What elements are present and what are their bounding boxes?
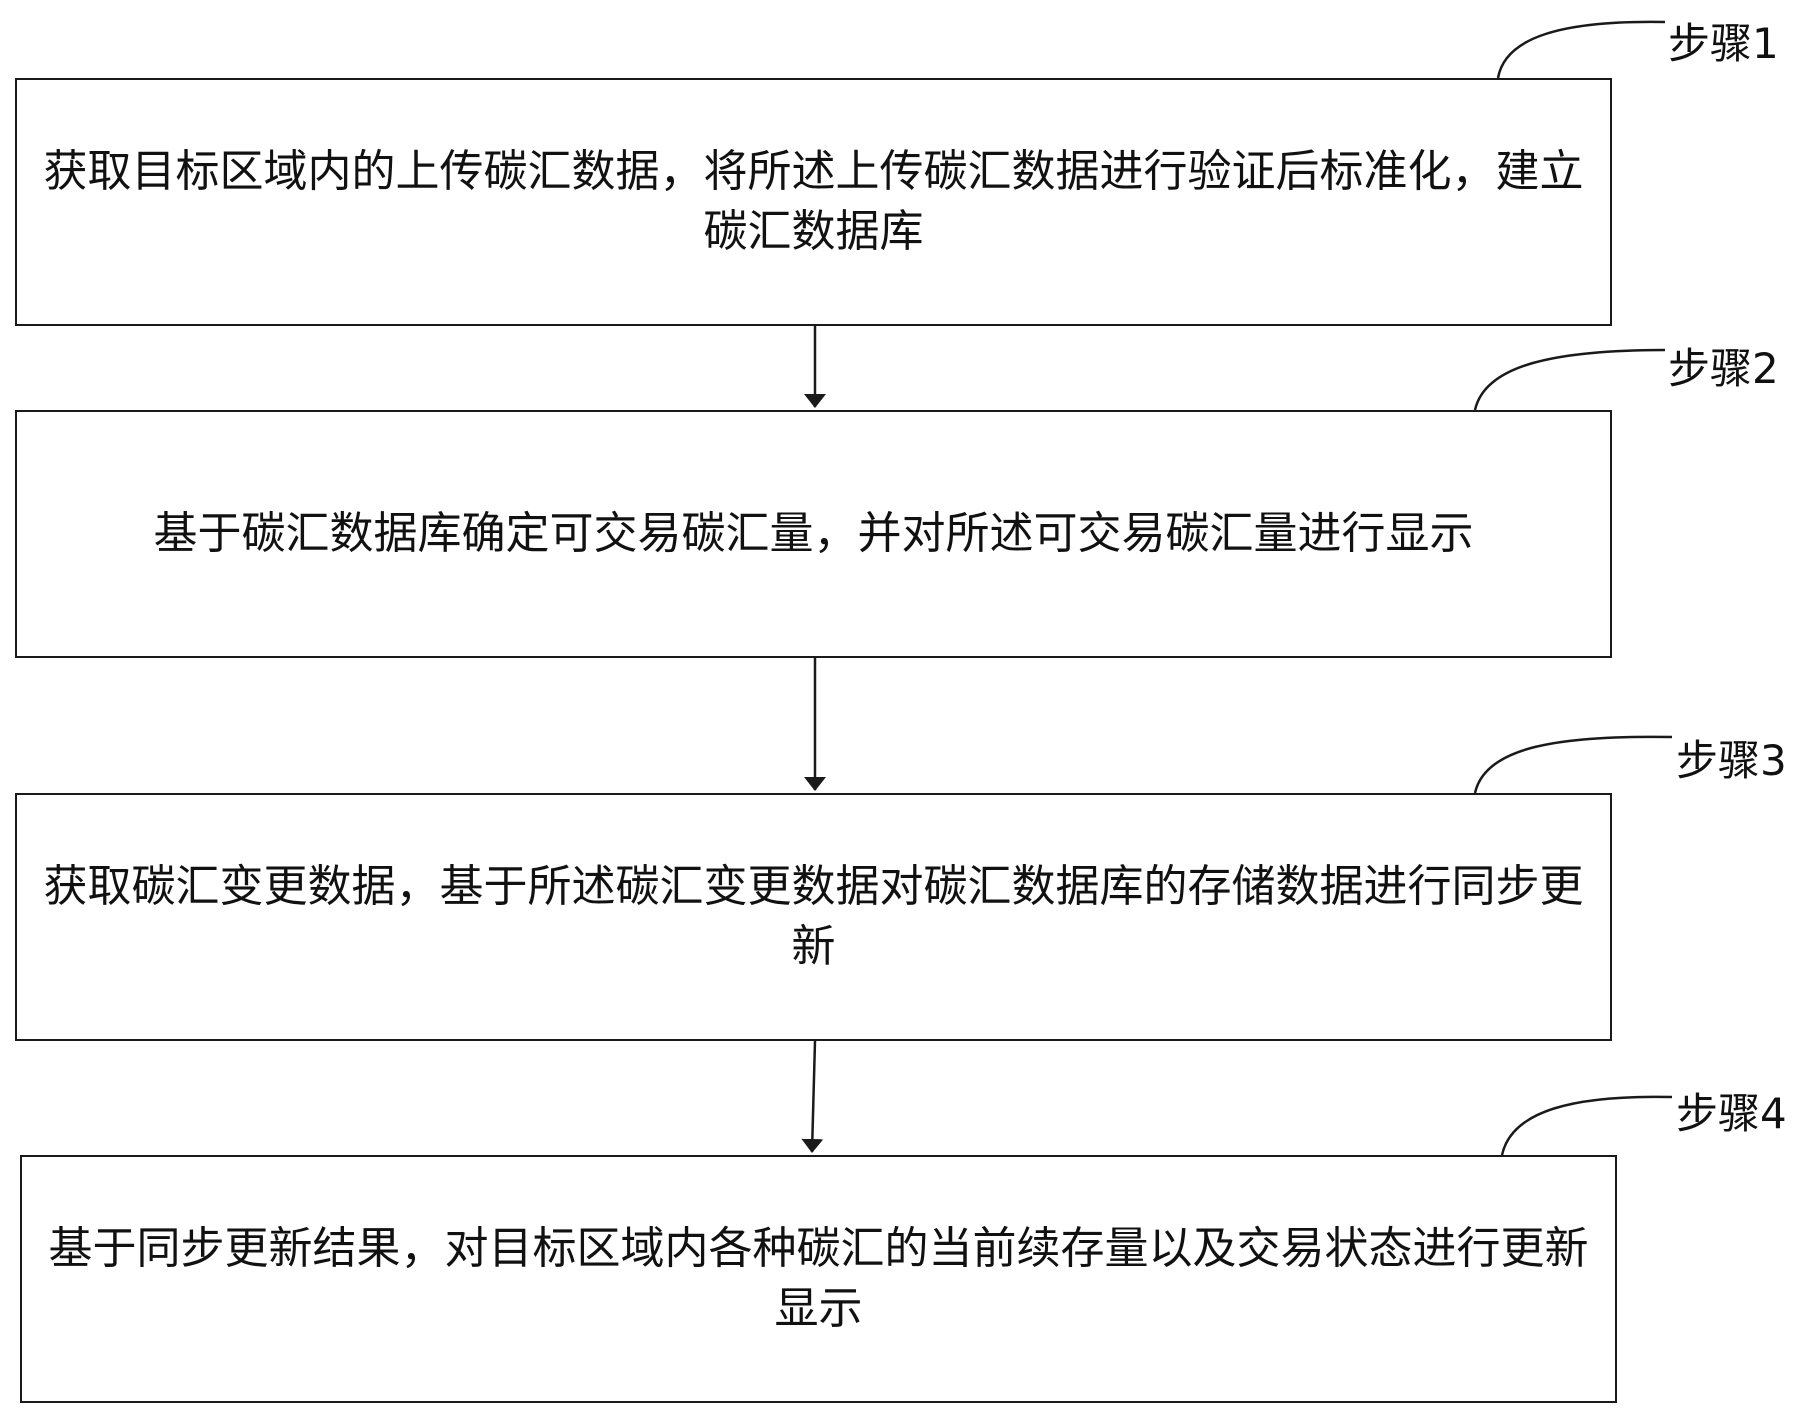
step-3-label: 步骤3 [1676, 736, 1787, 785]
step-2-text: 基于碳汇数据库确定可交易碳汇量，并对所述可交易碳汇量进行显示 [153, 508, 1474, 559]
step-3-text: 获取碳汇变更数据，基于所述碳汇变更数据对碳汇数据库的存储数据进行同步更新 [43, 861, 1584, 972]
step-2-box: 基于碳汇数据库确定可交易碳汇量，并对所述可交易碳汇量进行显示 [15, 410, 1612, 658]
step-4-box: 基于同步更新结果，对目标区域内各种碳汇的当前续存量以及交易状态进行更新显示 [20, 1155, 1617, 1403]
leader-curve-step4 [1500, 1095, 1673, 1156]
step-1-box: 获取目标区域内的上传碳汇数据，将所述上传碳汇数据进行验证后标准化，建立碳汇数据库 [15, 78, 1612, 326]
step-2-label: 步骤2 [1668, 344, 1779, 393]
leader-curve-step2 [1473, 348, 1666, 411]
step-4-label: 步骤4 [1676, 1089, 1787, 1138]
step-1-label: 步骤1 [1668, 19, 1779, 68]
leader-curve-step1 [1496, 20, 1666, 79]
step-4-text: 基于同步更新结果，对目标区域内各种碳汇的当前续存量以及交易状态进行更新显示 [48, 1223, 1589, 1334]
arrow-step3-to-step4 [801, 1040, 824, 1153]
leader-curve-step3 [1473, 735, 1673, 794]
step-3-box: 获取碳汇变更数据，基于所述碳汇变更数据对碳汇数据库的存储数据进行同步更新 [15, 793, 1612, 1041]
step-1-text: 获取目标区域内的上传碳汇数据，将所述上传碳汇数据进行验证后标准化，建立碳汇数据库 [43, 146, 1584, 257]
